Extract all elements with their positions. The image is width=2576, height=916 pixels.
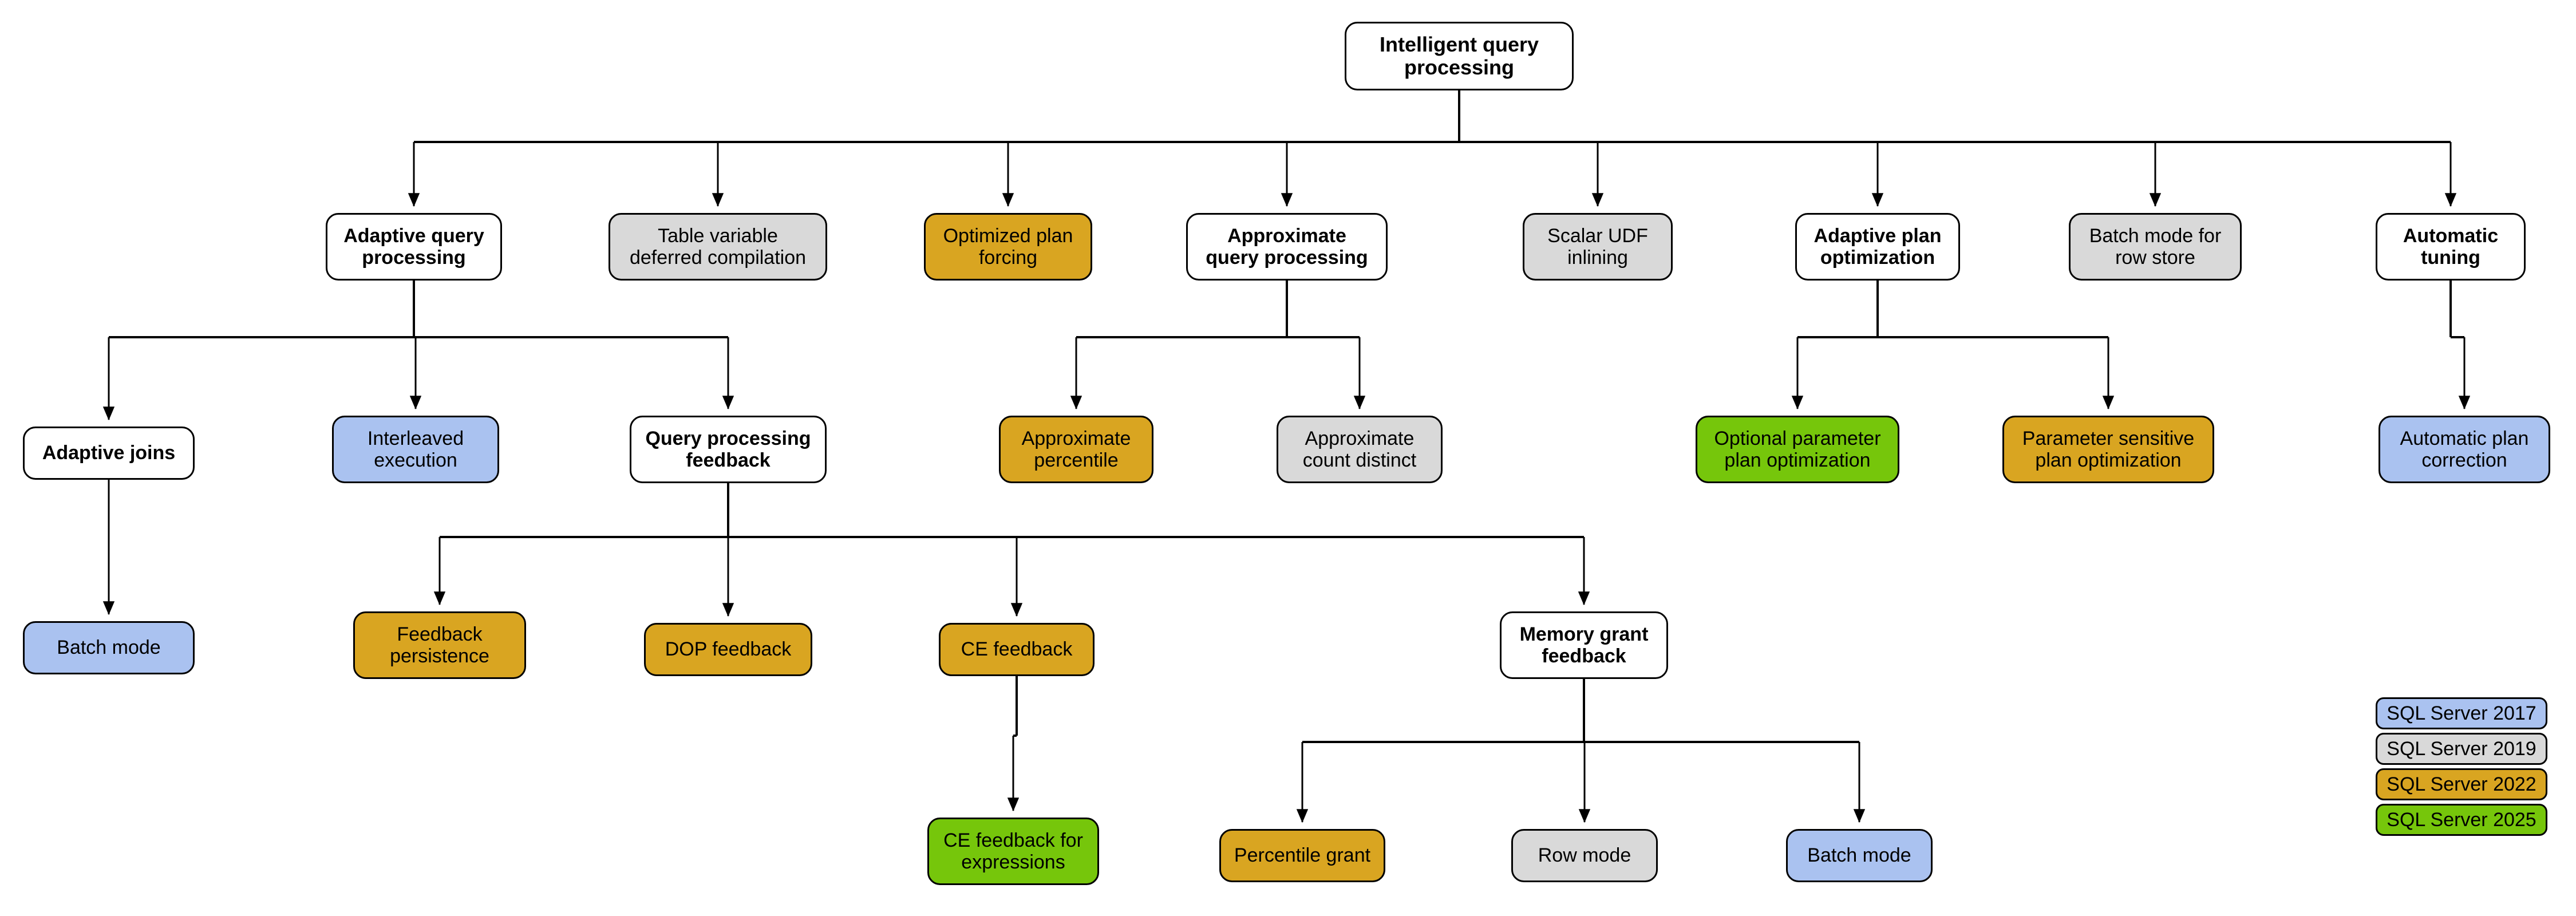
node-cefb[interactable]: CE feedback (939, 623, 1095, 676)
node-label: Interleaved execution (367, 427, 464, 471)
node-label: Automatic tuning (2403, 224, 2499, 269)
node-interleaved[interactable]: Interleaved execution (332, 416, 499, 483)
node-opf[interactable]: Optimized plan forcing (924, 213, 1092, 281)
node-batchmode2[interactable]: Batch mode (1786, 829, 1933, 882)
legend-item-label: SQL Server 2019 (2387, 737, 2537, 760)
node-approxqp[interactable]: Approximate query processing (1186, 213, 1388, 281)
legend-item-orange: SQL Server 2022 (2376, 768, 2547, 800)
node-approxpct[interactable]: Approximate percentile (999, 416, 1153, 483)
node-label: Optional parameter plan optimization (1714, 427, 1881, 471)
node-label: DOP feedback (665, 638, 792, 661)
node-label: Batch mode (57, 637, 161, 659)
node-label: Adaptive query processing (343, 224, 484, 269)
node-label: Row mode (1538, 844, 1631, 867)
node-mgfb[interactable]: Memory grant feedback (1500, 611, 1668, 679)
node-label: Approximate query processing (1206, 224, 1368, 269)
node-label: Adaptive plan optimization (1814, 224, 1942, 269)
node-label: Scalar UDF inlining (1547, 224, 1648, 269)
node-label: Parameter sensitive plan optimization (2022, 427, 2195, 471)
node-apo[interactable]: Adaptive plan optimization (1795, 213, 1960, 281)
node-cefbexpr[interactable]: CE feedback for expressions (927, 818, 1099, 885)
node-label: Approximate percentile (1021, 427, 1131, 471)
node-at[interactable]: Automatic tuning (2376, 213, 2526, 281)
node-apc[interactable]: Automatic plan correction (2379, 416, 2550, 483)
node-oppo[interactable]: Optional parameter plan optimization (1696, 416, 1899, 483)
node-rowmode[interactable]: Row mode (1511, 829, 1658, 882)
node-label: Adaptive joins (42, 442, 176, 464)
node-root[interactable]: Intelligent query processing (1345, 22, 1574, 90)
node-batchmode1[interactable]: Batch mode (23, 621, 195, 674)
legend-item-label: SQL Server 2017 (2387, 702, 2537, 724)
node-label: Query processing feedback (645, 427, 811, 471)
node-label: Approximate count distinct (1302, 427, 1417, 471)
node-label: Intelligent query processing (1379, 32, 1539, 79)
node-pspo[interactable]: Parameter sensitive plan optimization (2002, 416, 2214, 483)
legend-item-blue: SQL Server 2017 (2376, 697, 2547, 729)
node-label: Memory grant feedback (1519, 623, 1649, 667)
node-dopfb[interactable]: DOP feedback (644, 623, 812, 676)
node-adaptivejoins[interactable]: Adaptive joins (23, 427, 195, 480)
legend-item-gray: SQL Server 2019 (2376, 733, 2547, 765)
node-bmrs[interactable]: Batch mode for row store (2069, 213, 2242, 281)
node-pctgrant[interactable]: Percentile grant (1219, 829, 1385, 882)
node-aqp[interactable]: Adaptive query processing (326, 213, 502, 281)
node-label: Automatic plan correction (2400, 427, 2529, 471)
node-label: Percentile grant (1234, 844, 1371, 867)
node-label: Feedback persistence (390, 623, 489, 667)
node-qpf[interactable]: Query processing feedback (630, 416, 827, 483)
legend-item-green: SQL Server 2025 (2376, 804, 2547, 836)
node-label: Batch mode (1807, 844, 1911, 867)
node-label: Optimized plan forcing (943, 224, 1073, 269)
legend-item-label: SQL Server 2022 (2387, 773, 2537, 795)
node-approxcd[interactable]: Approximate count distinct (1277, 416, 1443, 483)
legend-item-label: SQL Server 2025 (2387, 808, 2537, 831)
node-label: Batch mode for row store (2089, 224, 2222, 269)
node-label: Table variable deferred compilation (629, 224, 807, 269)
node-sudf[interactable]: Scalar UDF inlining (1523, 213, 1673, 281)
node-label: CE feedback for expressions (943, 829, 1083, 873)
node-label: CE feedback (961, 638, 1073, 661)
node-tvdc[interactable]: Table variable deferred compilation (609, 213, 827, 281)
node-fbpersist[interactable]: Feedback persistence (353, 611, 526, 679)
